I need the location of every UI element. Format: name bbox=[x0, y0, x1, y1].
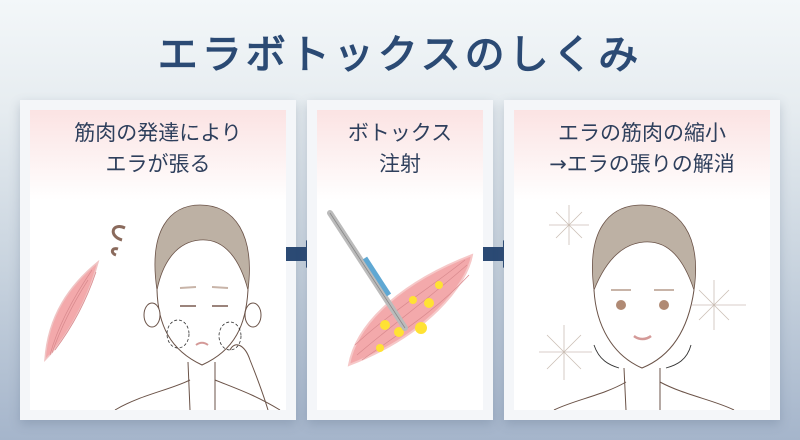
caption-header bbox=[30, 110, 286, 200]
caption: ボトックス 注射 bbox=[317, 118, 483, 180]
caption-line-1: ボトックス bbox=[347, 121, 453, 145]
caption-header bbox=[317, 110, 483, 200]
syringe-injection-illustration bbox=[327, 210, 474, 367]
caption-header bbox=[514, 110, 770, 200]
sparkle-icon bbox=[539, 205, 746, 380]
botox-particles bbox=[376, 281, 443, 352]
step-panel-1: 筋肉の発達により エラが張る bbox=[20, 100, 296, 420]
caption-line-1: 筋肉の発達により bbox=[74, 121, 242, 145]
woman-slim-jaw-illustration bbox=[539, 204, 746, 410]
woman-jaw-muscle-illustration bbox=[44, 204, 281, 410]
caption-line-2: 注射 bbox=[379, 152, 421, 176]
caption-line-1: エラの筋肉の縮小 bbox=[558, 121, 726, 145]
caption: エラの筋肉の縮小 →エラの張りの解消 bbox=[514, 118, 770, 180]
step-panel-3: エラの筋肉の縮小 →エラの張りの解消 bbox=[504, 100, 780, 420]
caption-line-2: エラが張る bbox=[105, 152, 211, 176]
caption: 筋肉の発達により エラが張る bbox=[30, 118, 286, 180]
muscle-icon bbox=[44, 259, 100, 362]
step-panel-2: ボトックス 注射 bbox=[307, 100, 493, 420]
page-title: エラボトックスのしくみ bbox=[157, 32, 643, 78]
caption-line-2: →エラの張りの解消 bbox=[549, 152, 735, 176]
syringe-icon bbox=[327, 210, 408, 331]
